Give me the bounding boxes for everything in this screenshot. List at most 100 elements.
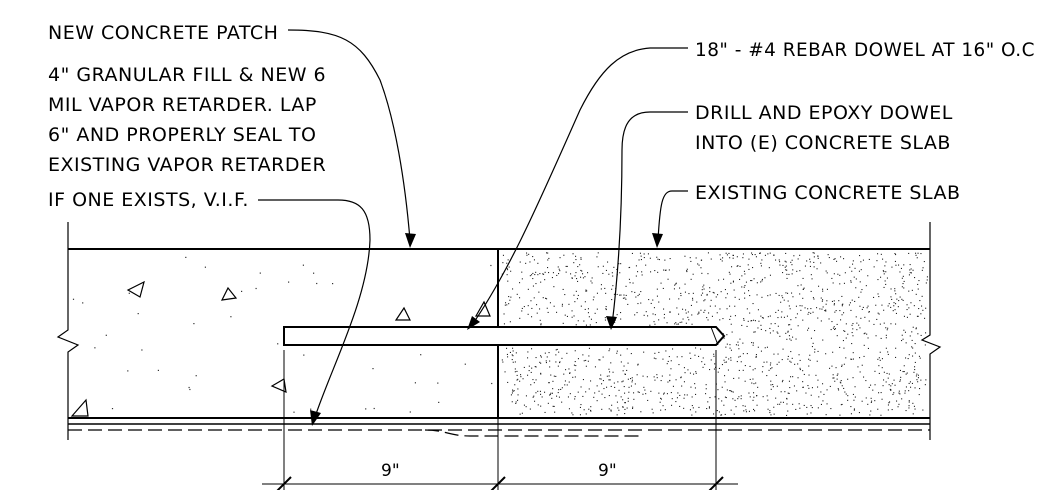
stipple-dot: [656, 295, 658, 297]
stipple-dot: [596, 400, 598, 402]
stipple-dot: [553, 305, 555, 307]
stipple-dot: [590, 410, 592, 412]
stipple-dot: [907, 358, 909, 360]
stipple-dot: [704, 299, 706, 301]
stipple-dot: [602, 272, 604, 274]
stipple-dot: [569, 393, 571, 395]
stipple-dot: [920, 334, 922, 336]
stipple-dot: [785, 292, 787, 294]
stipple-dot: [908, 274, 910, 276]
dim-right-label: 9": [598, 461, 617, 481]
stipple-dot: [810, 308, 812, 310]
stipple-dot: [926, 279, 928, 281]
stipple-dot: [610, 385, 612, 387]
stipple-dot: [681, 356, 683, 358]
stipple-dot: [898, 264, 900, 266]
stipple-dot: [592, 299, 594, 301]
stipple-dot: [777, 317, 779, 319]
stipple-dot: [903, 287, 905, 289]
stipple-dot: [786, 414, 788, 416]
aggregate-triangles: [70, 280, 491, 417]
stipple-dot: [769, 315, 771, 317]
stipple-dot: [870, 397, 872, 399]
stipple-dot: [767, 399, 769, 401]
stipple-dot: [572, 414, 574, 416]
stipple-dot: [797, 377, 799, 379]
stipple-dot: [816, 307, 818, 309]
patch-dot: [420, 354, 422, 356]
stipple-dot: [903, 315, 905, 317]
stipple-dot: [502, 262, 504, 264]
patch-aggregate-dots: [72, 256, 493, 413]
patch-dot: [111, 408, 114, 410]
arrowhead: [405, 233, 416, 248]
stipple-dot: [556, 395, 558, 397]
stipple-dot: [796, 390, 798, 392]
stipple-dot: [572, 253, 574, 255]
stipple-dot: [792, 296, 794, 298]
patch-dot: [241, 290, 243, 292]
stipple-dot: [521, 310, 523, 312]
stipple-dot: [709, 305, 711, 307]
stipple-dot: [558, 351, 560, 353]
stipple-dot: [808, 358, 810, 360]
stipple-dot: [745, 281, 747, 283]
stipple-dot: [720, 414, 722, 416]
stipple-dot: [884, 265, 886, 267]
patch-dot: [105, 334, 107, 336]
stipple-dot: [802, 297, 804, 299]
stipple-dot: [531, 307, 533, 309]
stipple-dot: [707, 273, 709, 275]
stipple-dot: [892, 393, 894, 395]
stipple-dot: [577, 320, 579, 322]
stipple-dot: [684, 394, 686, 396]
stipple-dot: [848, 304, 850, 306]
stipple-dot: [707, 401, 709, 403]
stipple-dot: [730, 390, 732, 392]
stipple-dot: [680, 376, 682, 378]
stipple-dot: [924, 384, 926, 386]
stipple-dot: [810, 394, 812, 396]
stipple-dot: [895, 356, 897, 358]
patch-dot: [185, 256, 187, 258]
stipple-dot: [896, 400, 898, 402]
stipple-dot: [540, 362, 542, 364]
stipple-dot: [749, 396, 751, 398]
stipple-dot: [837, 273, 839, 275]
stipple-dot: [854, 386, 856, 388]
stipple-dot: [730, 359, 732, 361]
stipple-dot: [841, 365, 843, 367]
stipple-dot: [917, 374, 919, 376]
stipple-dot: [602, 380, 604, 382]
stipple-dot: [537, 404, 539, 406]
stipple-dot: [501, 359, 503, 361]
stipple-dot: [783, 299, 785, 301]
stipple-dot: [901, 398, 903, 400]
stipple-dot: [921, 269, 923, 271]
stipple-dot: [775, 374, 777, 376]
stipple-dot: [652, 412, 654, 414]
stipple-dot: [654, 323, 656, 325]
stipple-dot: [833, 304, 835, 306]
stipple-dot: [566, 384, 568, 386]
stipple-dot: [828, 257, 830, 259]
stipple-dot: [732, 391, 734, 393]
stipple-dot: [601, 408, 603, 410]
stipple-dot: [858, 412, 860, 414]
stipple-dot: [563, 254, 565, 256]
stipple-dot: [904, 392, 906, 394]
stipple-dot: [847, 333, 849, 335]
stipple-dot: [637, 363, 639, 365]
stipple-dot: [859, 371, 861, 373]
stipple-dot: [737, 341, 739, 343]
stipple-dot: [616, 352, 618, 354]
stipple-dot: [650, 390, 652, 392]
arrowhead: [310, 410, 321, 426]
stipple-dot: [861, 364, 863, 366]
stipple-dot: [577, 266, 579, 268]
stipple-dot: [639, 252, 641, 254]
stipple-dot: [569, 372, 571, 374]
stipple-dot: [852, 377, 854, 379]
dowel-tip-line: [710, 326, 719, 346]
